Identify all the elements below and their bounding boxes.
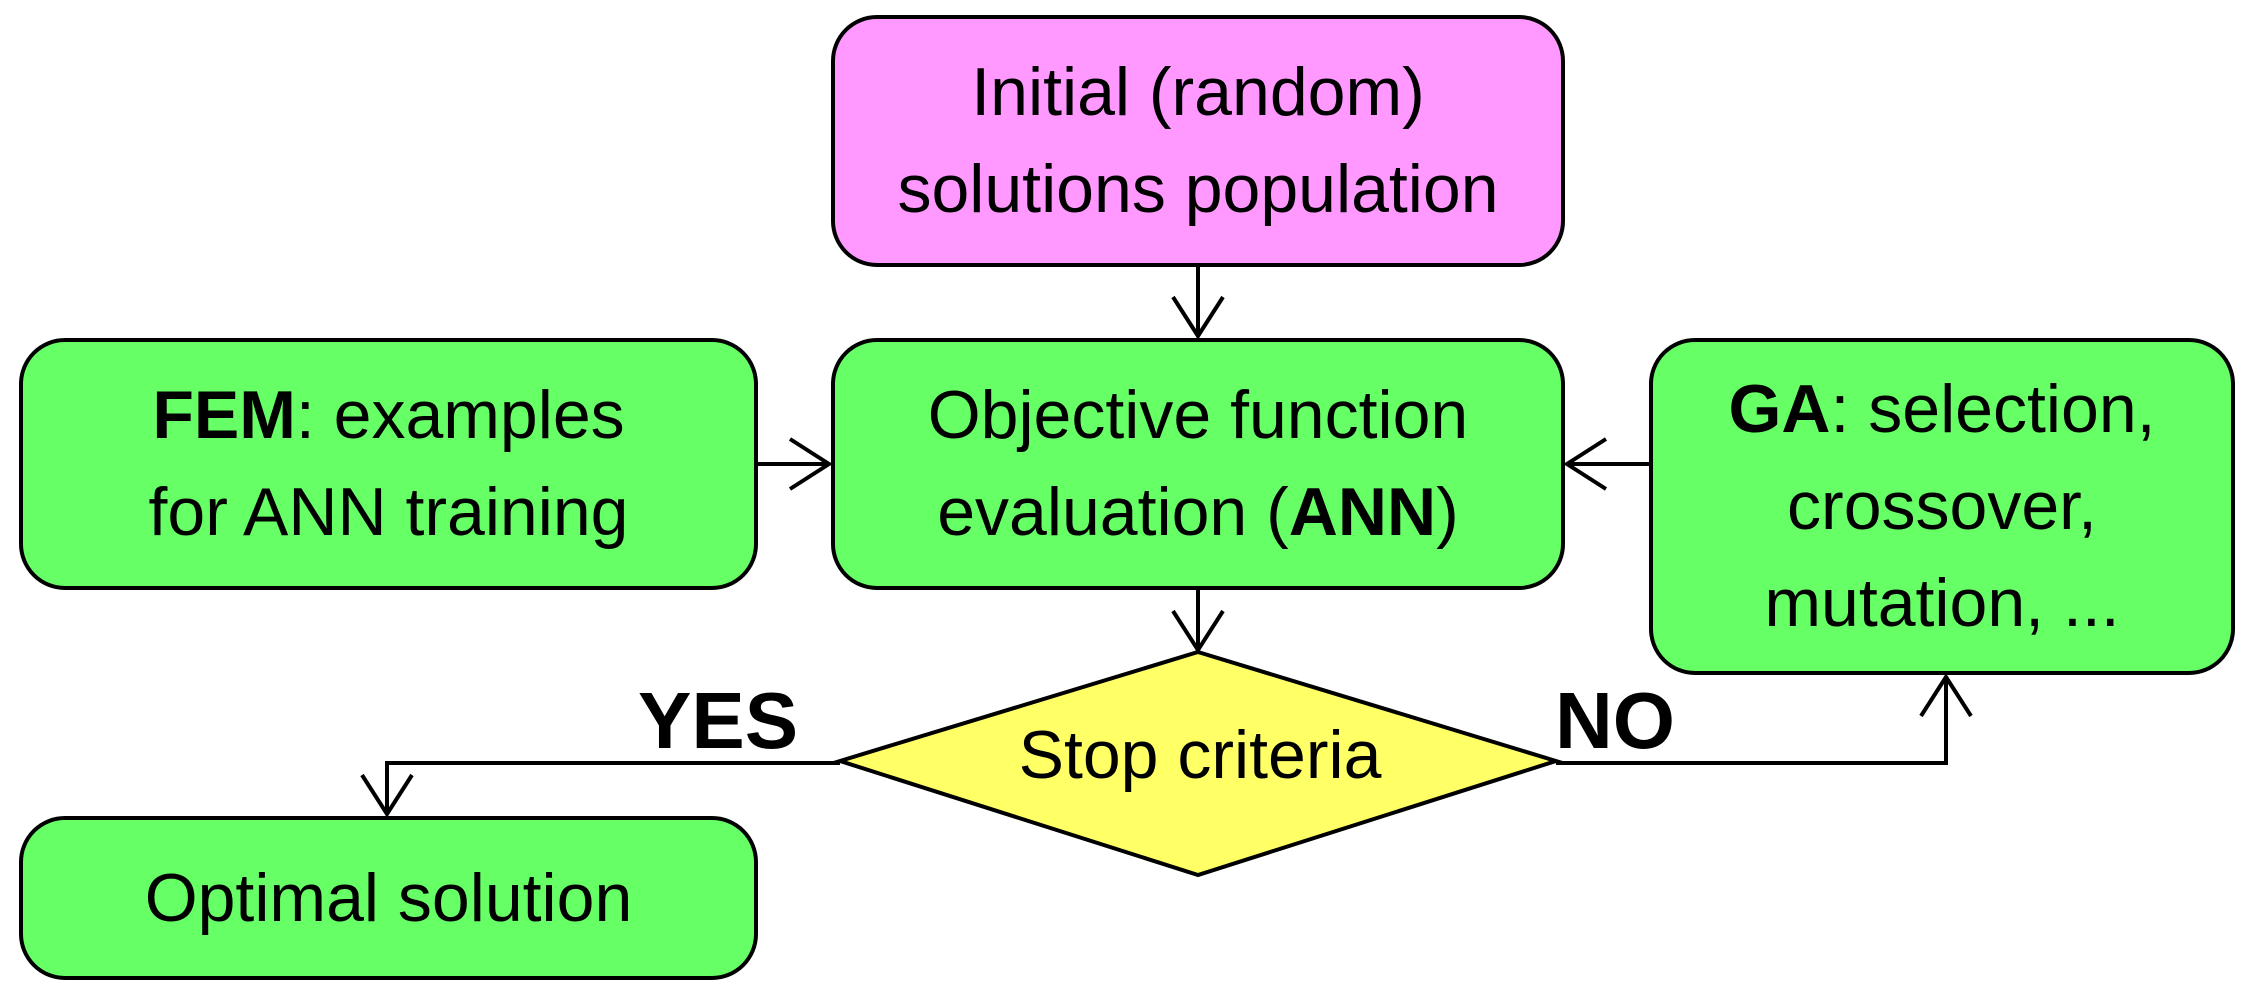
fem-node-line-1: FEM: examples <box>152 367 624 464</box>
ga-node-line-1: GA: selection, <box>1728 361 2155 458</box>
objective-node-line-1: Objective function <box>927 377 1469 453</box>
initial-node-line-1: Initial (random) <box>971 54 1425 130</box>
ga-node-line-1-rest: : selection, <box>1830 371 2156 447</box>
objective-function-node: Objective function evaluation (ANN) <box>831 338 1565 590</box>
ga-node-line-2: crossover, <box>1787 468 2097 544</box>
decision-diamond <box>833 649 1563 878</box>
objective-node-line-2-prefix: evaluation ( <box>937 474 1289 550</box>
arrowhead-yes-to-optimal <box>360 773 414 818</box>
arrowhead-objective-to-decision <box>1171 609 1225 654</box>
ga-operators-node: GA: selection, crossover, mutation, ... <box>1649 338 2235 675</box>
objective-node-line-2-suffix: ) <box>1436 474 1459 550</box>
arrowhead-fem-to-objective <box>788 437 833 491</box>
arrowhead-initial-to-objective <box>1171 295 1225 340</box>
optimal-solution-node: Optimal solution <box>19 816 758 980</box>
objective-node-line-2: evaluation (ANN) <box>937 464 1459 561</box>
optimal-node-label: Optimal solution <box>144 859 633 936</box>
ga-node-line-3: mutation, ... <box>1764 565 2120 641</box>
fem-node-bold: FEM <box>152 377 296 453</box>
arrowhead-ga-to-objective <box>1563 437 1608 491</box>
fem-node-line-2: for ANN training <box>148 474 629 550</box>
arrowhead-no-to-ga <box>1919 673 1973 718</box>
initial-population-node: Initial (random) solutions population <box>831 15 1565 267</box>
ga-node-bold: GA <box>1728 371 1831 447</box>
arrow-no-to-ga <box>1556 677 1948 765</box>
no-branch-label: NO <box>1555 676 1675 765</box>
objective-node-ann-bold: ANN <box>1288 474 1437 550</box>
fem-node-line-1-rest: : examples <box>295 377 625 453</box>
arrow-yes-to-optimal <box>385 761 840 814</box>
initial-node-line-2: solutions population <box>897 151 1499 227</box>
decision-label: Stop criteria <box>1018 717 1382 793</box>
yes-branch-label: YES <box>638 676 799 765</box>
fem-examples-node: FEM: examples for ANN training <box>19 338 758 590</box>
